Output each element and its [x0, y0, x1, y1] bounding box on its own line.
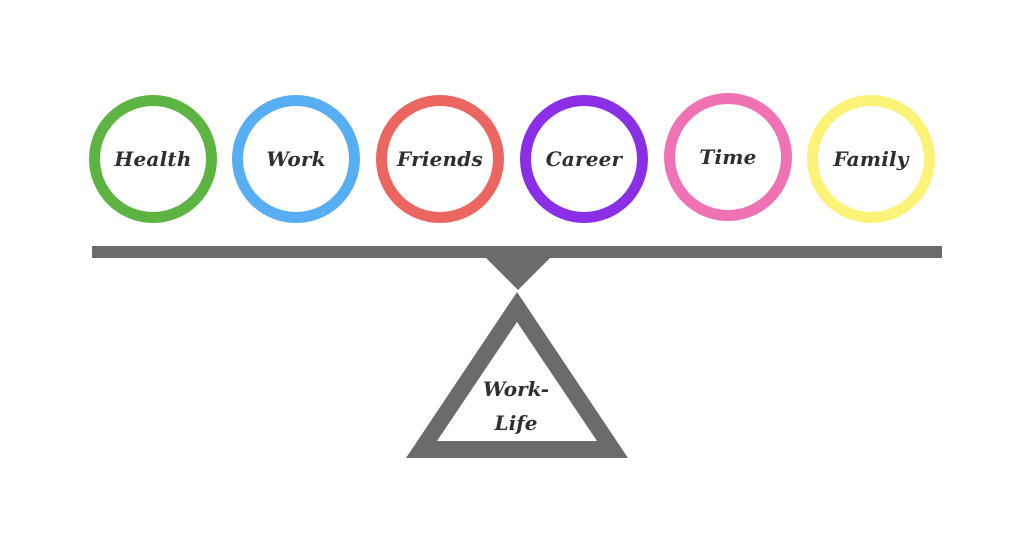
work-life-line1: Work- — [482, 377, 550, 401]
work-circle: Work — [232, 95, 360, 223]
health-label: Health — [114, 147, 192, 171]
career-circle: Career — [520, 95, 648, 223]
time-label: Time — [699, 145, 757, 169]
friends-circle: Friends — [376, 95, 504, 223]
beam-connector — [486, 258, 550, 290]
career-label: Career — [545, 147, 623, 171]
balance-beam — [92, 246, 942, 258]
work-life-line2: Life — [494, 411, 538, 435]
fulcrum-triangle-inner — [437, 322, 597, 441]
family-label: Family — [833, 147, 909, 171]
time-circle: Time — [664, 93, 792, 221]
work-label: Work — [266, 147, 326, 171]
health-circle: Health — [89, 95, 217, 223]
friends-label: Friends — [397, 147, 483, 171]
family-circle: Family — [807, 95, 935, 223]
work-life-label: Work- Life — [466, 372, 566, 440]
